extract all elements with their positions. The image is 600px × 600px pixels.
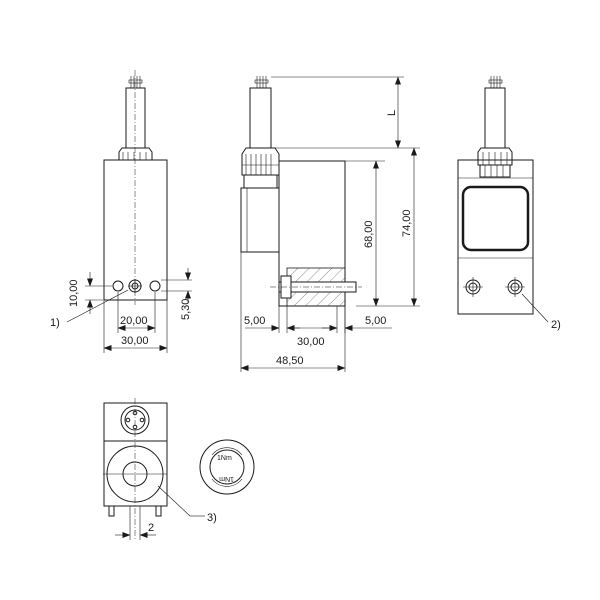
dim-68: 68,00: [363, 220, 375, 248]
dim-5-30: 5,30: [180, 299, 192, 320]
dim-10: 10,00: [68, 279, 80, 307]
right-view: 2): [457, 76, 561, 331]
dim-2: 2: [148, 522, 154, 534]
dim-30-side: 30,00: [297, 336, 325, 348]
torque-value-lower: 1Nm: [219, 475, 234, 482]
torque-symbol: 1Nm 1Nm: [199, 439, 255, 495]
dim-L: L: [386, 110, 398, 116]
callout-2: 2): [551, 319, 561, 331]
dim-20: 20,00: [120, 315, 148, 327]
dim-5-left: 5,00: [244, 315, 265, 327]
front-view: 10,00 5,30 20,00 30,00 1): [50, 70, 192, 353]
dim-48-50: 48,50: [276, 355, 304, 367]
dim-5-right: 5,00: [365, 315, 386, 327]
dim-30-front: 30,00: [121, 335, 149, 347]
callout-1: 1): [50, 317, 60, 329]
callout-3: 3): [207, 512, 217, 524]
side-view: L 68,00 74,00 5,00 30,00 5,00 48,50: [240, 76, 420, 372]
dim-74: 74,00: [401, 209, 413, 237]
bottom-view: 2 3): [103, 398, 217, 540]
torque-value: 1Nm: [217, 455, 232, 462]
